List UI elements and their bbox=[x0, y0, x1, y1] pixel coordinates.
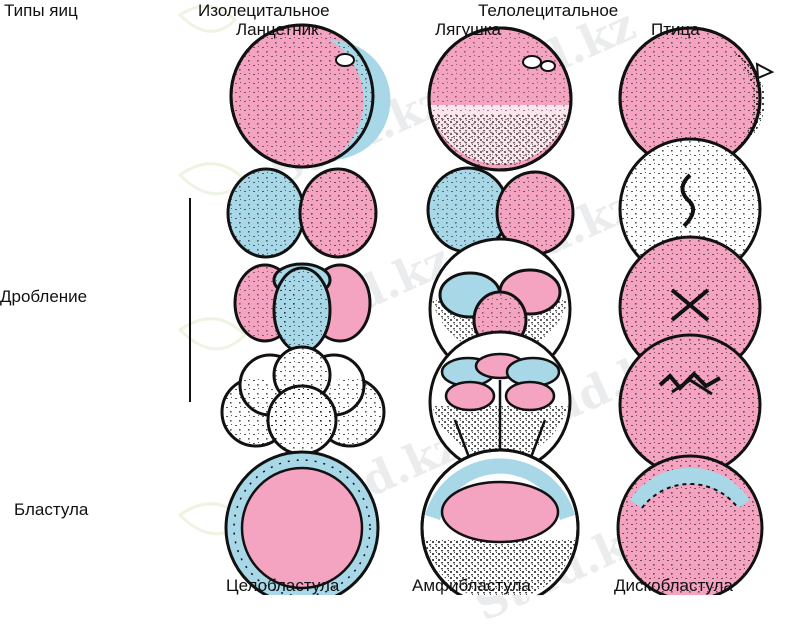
frog-egg bbox=[427, 26, 573, 172]
bird-4-cell bbox=[618, 235, 762, 379]
discoblastula bbox=[616, 454, 764, 595]
bird-morula bbox=[618, 333, 762, 477]
frog-2-cell bbox=[426, 166, 575, 256]
telolecithal-header: Телолецитальное bbox=[478, 1, 619, 20]
discoblastula-label: Дискобластула bbox=[614, 576, 733, 595]
frog-morula bbox=[428, 330, 572, 474]
cleavage-label: Дробление bbox=[0, 287, 88, 306]
egg-types-label: Типы яиц bbox=[4, 1, 78, 20]
bird-egg bbox=[618, 26, 775, 170]
lancelet-label: Ланцетник bbox=[236, 20, 319, 39]
lancelet-morula bbox=[220, 345, 386, 456]
bird-2-cell bbox=[618, 137, 762, 281]
lancelet-egg bbox=[229, 23, 391, 169]
coeloblastula-label: Целобластула bbox=[226, 576, 340, 595]
blastula-label: Бластула bbox=[14, 500, 89, 519]
lancelet-2-cell bbox=[226, 167, 378, 259]
bird-label: Птица bbox=[651, 20, 700, 39]
embryo-diagram bbox=[177, 4, 775, 595]
coeloblastula bbox=[224, 450, 380, 595]
amphiblastula-label: Амфибластула bbox=[412, 576, 531, 595]
frog-label: Лягушка bbox=[435, 20, 501, 39]
isolecithal-header: Изолецитальное bbox=[198, 1, 330, 20]
amphiblastula bbox=[420, 448, 580, 595]
lancelet-4-cell bbox=[233, 262, 372, 354]
